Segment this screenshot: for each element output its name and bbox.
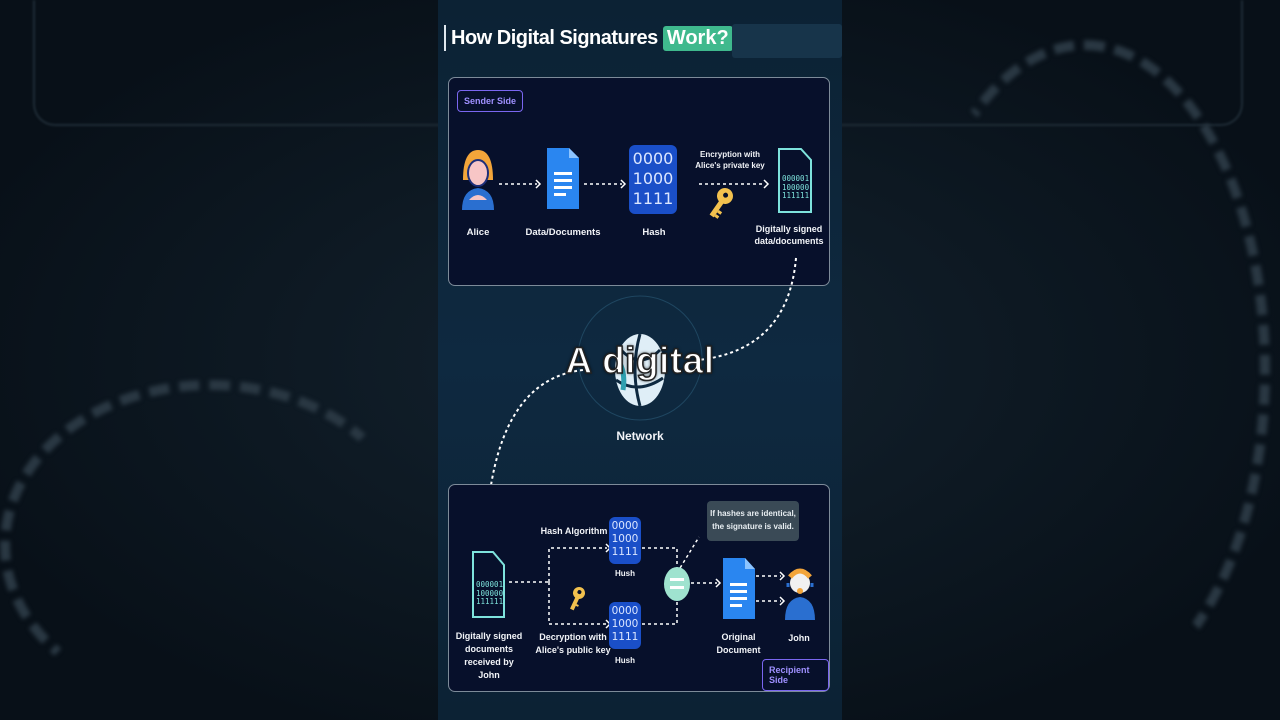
network-connector: [480, 257, 797, 540]
hash-icon: 0000 1000 1111: [629, 145, 677, 214]
hash-bits-row: 1111: [632, 189, 674, 208]
received-document-icon: [472, 551, 505, 618]
bits-row: 000001: [476, 580, 504, 589]
hash-bits-row: 0000: [632, 149, 674, 168]
encryption-label: Encryption with Alice's private key: [695, 150, 765, 170]
original-document-label: Original Document: [716, 632, 761, 655]
sender-graphics: [462, 148, 812, 219]
video-subtitle: A digital: [565, 339, 715, 382]
recipient-graphics: [472, 536, 815, 629]
network-label: Network: [616, 429, 664, 443]
hash-bits-row: 1000: [632, 169, 674, 188]
signed-data-label: Digitally signed data/documents: [754, 224, 824, 246]
sender-panel: Sender Side: [448, 77, 830, 286]
data-documents-label: Data/Documents: [525, 227, 601, 238]
john-icon: [785, 568, 815, 620]
hash-bits-row: 0000: [611, 605, 639, 617]
john-label: John: [788, 633, 810, 643]
signed-bits: 000001 100000 111111: [782, 174, 810, 201]
title-accent-bar: [444, 25, 446, 51]
alice-icon: [462, 150, 494, 210]
hash-icon-bottom: 0000 1000 1111: [609, 602, 641, 649]
flow-arrows: [509, 536, 781, 625]
blurred-dashed-arc: [900, 40, 1270, 700]
globe-icon: [615, 333, 665, 407]
alice-label: Alice: [466, 227, 490, 238]
bits-row: 000001: [782, 174, 810, 183]
title-highlight: Work?: [662, 25, 733, 51]
hash-algorithm-label: Hash Algorithm: [540, 526, 608, 536]
hash-bits-row: 0000: [611, 520, 639, 532]
validation-note: If hashes are identical, the signature i…: [707, 501, 799, 541]
recipient-panel: 000001 100000 111111 0000 1000 1111 0000…: [448, 484, 830, 692]
key-icon: [570, 587, 585, 611]
decryption-label: Decryption with Alice's public key: [535, 632, 611, 655]
bits-row: 111111: [782, 191, 810, 200]
title-bar: How Digital Signatures Work?: [444, 24, 733, 52]
bits-row: 111111: [476, 597, 504, 606]
bits-row: 100000: [476, 588, 504, 598]
sender-side-tag: Sender Side: [457, 90, 524, 112]
blurred-dashed-arc: [0, 380, 420, 710]
hush-label-top: Hush: [615, 569, 635, 578]
document-icon: [547, 148, 579, 209]
dashed-path-sender-to-network: [697, 257, 797, 361]
hush-label-bottom: Hush: [615, 656, 635, 665]
signed-document-icon: [778, 148, 812, 213]
recipient-side-tag: Recipient Side: [762, 659, 829, 691]
equals-icon: [664, 567, 690, 601]
placeholder-box: [732, 24, 842, 58]
key-icon: [709, 188, 733, 219]
page-title: How Digital Signatures: [451, 26, 658, 49]
hash-icon-top: 0000 1000 1111: [609, 517, 641, 564]
hash-bits-row: 1111: [611, 631, 639, 643]
original-document-icon: [723, 558, 755, 619]
arrow-heads: [535, 179, 770, 189]
bits-row: 100000: [782, 182, 810, 192]
received-document-label: Digitally signed documents received by J…: [455, 631, 523, 680]
dashed-path-network-to-recipient: [485, 369, 584, 536]
hash-bits-row: 1000: [611, 618, 639, 630]
received-bits: 000001 100000 111111: [476, 580, 504, 607]
hash-bits-row: 1000: [611, 533, 639, 545]
hash-label: Hash: [642, 227, 666, 238]
hash-bits-row: 1111: [611, 546, 639, 558]
video-frame: How Digital Signatures Work? Sender Side: [438, 0, 842, 720]
